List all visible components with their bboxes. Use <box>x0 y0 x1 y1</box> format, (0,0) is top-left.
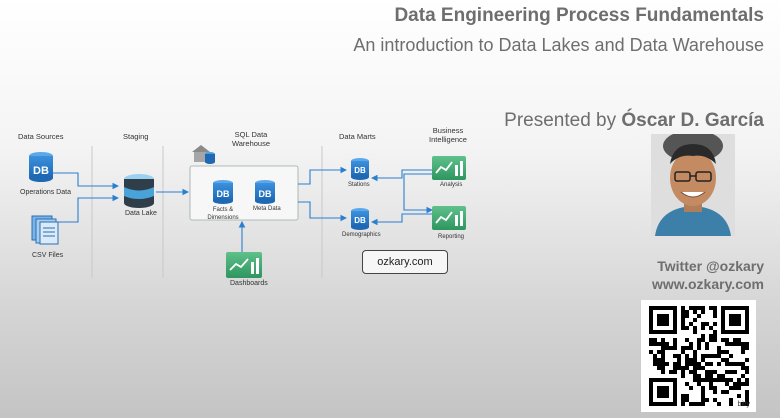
label-facts-line1: Facts & <box>212 207 234 213</box>
label-data-lake: Data Lake <box>125 210 157 217</box>
label-dashboards: Dashboards <box>230 280 268 287</box>
slide-title: Data Engineering Process Fundamentals <box>394 5 764 26</box>
label-csv-files: CSV Files <box>32 252 64 259</box>
qr-code <box>641 300 756 412</box>
database-icon: DB <box>254 180 276 204</box>
header-bi-line2: Intelligence <box>429 135 467 144</box>
flow-arrows <box>52 166 434 258</box>
column-dividers <box>91 146 323 278</box>
label-facts-dimensions: Facts & Dimensions <box>204 206 242 222</box>
header-data-sources: Data Sources <box>18 132 64 141</box>
header-sql-warehouse: SQL Data Warehouse <box>226 130 276 148</box>
label-reporting: Reporting <box>438 234 465 240</box>
header-staging: Staging <box>123 132 149 141</box>
qr-caption: bitly <box>737 401 750 408</box>
warehouse-box <box>189 165 299 221</box>
presenter-line: Presented by Óscar D. García <box>504 110 764 132</box>
db-glyph: DB <box>33 165 49 177</box>
warehouse-icon <box>190 142 216 164</box>
database-icon: DB <box>350 208 370 230</box>
architecture-diagram: Data Sources Staging SQL Data Warehouse … <box>0 118 480 298</box>
db-glyph: DB <box>217 189 230 199</box>
csv-files-icon <box>30 214 60 246</box>
database-icon: DB <box>350 158 370 180</box>
db-glyph: DB <box>354 166 366 175</box>
bi-chart-icon <box>432 156 466 180</box>
db-glyph: DB <box>354 216 366 225</box>
db-glyph: DB <box>259 189 272 199</box>
database-icon: DB <box>28 152 54 182</box>
twitter-handle[interactable]: Twitter @ozkary <box>657 258 764 274</box>
website-link[interactable]: www.ozkary.com <box>651 276 764 292</box>
bi-chart-icon <box>226 252 262 278</box>
label-analysis: Analysis <box>440 182 463 188</box>
header-data-marts: Data Marts <box>339 132 376 141</box>
presenter-photo <box>651 134 735 236</box>
label-stations: Stations <box>348 182 370 188</box>
slide-subtitle: An introduction to Data Lakes and Data W… <box>353 35 764 55</box>
presenter-name: Óscar D. García <box>621 110 764 131</box>
label-demographics: Demographics <box>342 232 381 238</box>
label-operations-data: Operations Data <box>20 189 71 196</box>
database-icon: DB <box>212 180 234 204</box>
presenter-prefix: Presented by <box>504 110 622 131</box>
header-sql-warehouse-line2: Warehouse <box>231 139 271 148</box>
label-meta-data: Meta Data <box>253 206 281 212</box>
ozkary-watermark: ozkary.com <box>362 250 448 274</box>
data-lake-icon <box>122 174 156 208</box>
header-bi-line1: Business <box>432 126 464 135</box>
label-facts-line2: Dimensions <box>207 215 239 221</box>
bi-chart-icon <box>432 206 466 230</box>
header-sql-warehouse-line1: SQL Data <box>234 130 268 139</box>
header-business-intelligence: Business Intelligence <box>424 126 472 144</box>
